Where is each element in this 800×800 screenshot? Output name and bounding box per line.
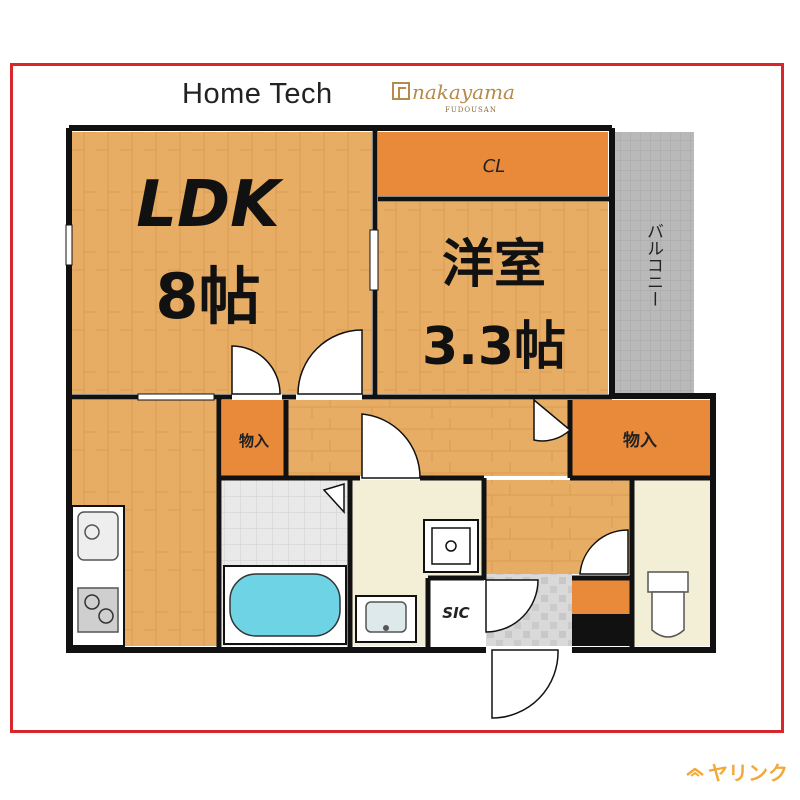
kitchen-counter	[71, 505, 125, 647]
bathtub	[229, 573, 341, 637]
closet	[378, 132, 608, 196]
brand-name: Home Tech	[182, 78, 333, 110]
plan-frame	[10, 63, 784, 733]
house-icon	[686, 767, 704, 777]
shoe-box	[572, 578, 630, 614]
western-room-floor	[378, 202, 608, 394]
logo-name: nakayama	[412, 80, 515, 104]
watermark-text: ヤリンク	[708, 761, 788, 785]
western-size: 3.3帖	[422, 317, 566, 377]
watermark: ヤリンク	[686, 757, 788, 786]
western-label: 洋室	[442, 235, 546, 295]
entry-step	[572, 614, 630, 646]
sic-floor	[430, 580, 482, 646]
hall-floor	[288, 400, 570, 476]
ldk-size: 8帖	[155, 260, 260, 333]
storage2-label: 物入	[623, 430, 657, 451]
closet-label: CL	[483, 156, 506, 177]
ldk-label: LDK	[136, 168, 284, 242]
balcony-label: バルコニー	[643, 223, 663, 308]
storage2-box	[572, 400, 710, 476]
balcony	[612, 132, 694, 394]
logo-sub: FUDOUSAN	[445, 106, 497, 114]
storage1-box	[222, 400, 284, 476]
nakayama-logo-icon	[392, 82, 410, 100]
sic-label: SIC	[442, 604, 469, 622]
storage1-label: 物入	[239, 432, 269, 450]
toilet	[651, 591, 685, 638]
